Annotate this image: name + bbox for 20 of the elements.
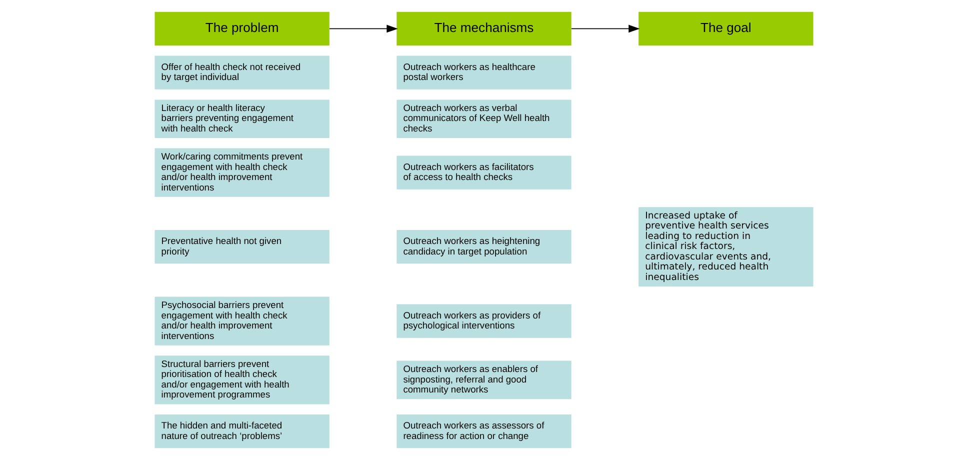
node-box: The goal — [638, 12, 813, 46]
node-box: Work/caring commitments prevent engagement with health check and/or health improvement interventions — [154, 148, 329, 197]
node-box: The problem — [154, 12, 329, 46]
node-box: Outreach workers as facilitators of access to health checks — [396, 156, 571, 190]
arrow — [328, 24, 398, 33]
node-box: Increased uptake of preventive health services leading to reduction in clinical risk factors, cardiovascular events and, ultimately, reduced health inequalities — [638, 207, 813, 286]
node-box: Literacy or health literacy barriers preventing engagement with health check — [154, 100, 329, 138]
node-box: Outreach workers as providers of psychological interventions — [396, 304, 571, 338]
node-box: The mechanisms — [396, 12, 571, 46]
node-box: Outreach workers as enablers of signposting, referral and good community networks — [396, 360, 571, 400]
node-box: Outreach workers as healthcare postal workers — [396, 56, 571, 90]
node-box: The hidden and multi-faceted nature of outreach ‘problems’ — [154, 414, 329, 448]
arrow — [570, 24, 640, 33]
node-box: Outreach workers as verbal communicators of Keep Well health checks — [396, 100, 571, 138]
node-box: Outreach workers as heightening candidacy in target population — [396, 230, 571, 264]
node-box: Preventative health not given priority — [154, 230, 329, 264]
node-box: Offer of health check not received by target individual — [154, 56, 329, 90]
node-box: Outreach workers as assessors of readiness for action or change — [396, 414, 571, 448]
node-box: Psychosocial barriers prevent engagement with health check and/or health improvement interventions — [154, 296, 329, 346]
node-box: Structural barriers prevent prioritisation of health check and/or engagement with health improvement programmes — [154, 356, 329, 404]
